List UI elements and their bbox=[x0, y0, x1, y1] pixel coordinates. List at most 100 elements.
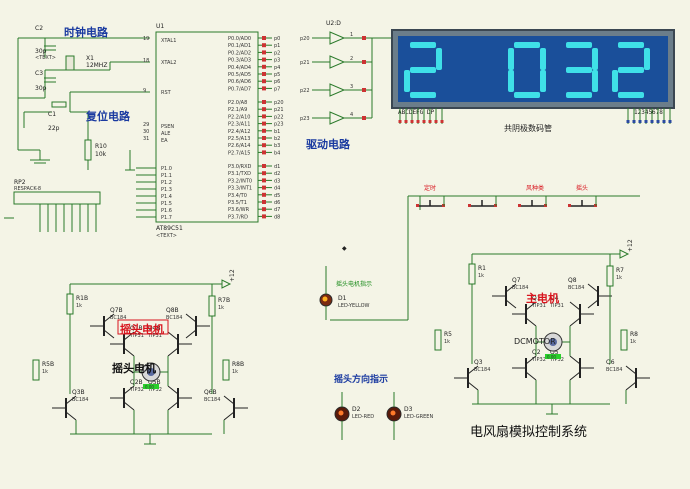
driver-net-in: p20 bbox=[300, 36, 310, 42]
dcmotor-label: DCMOTOR bbox=[514, 337, 556, 346]
transistor-ref: Q5B bbox=[148, 379, 161, 386]
mcu-pinnum: 31 bbox=[143, 136, 149, 142]
mcu-pin-port: P2.7/A15 bbox=[228, 150, 250, 156]
transistor-part: BC184 bbox=[512, 285, 528, 291]
resistor-r10[interactable] bbox=[84, 139, 92, 161]
driver-net-in: p23 bbox=[300, 116, 310, 122]
mcu-pin-p1: P1.2 bbox=[161, 180, 172, 186]
transistor-ref: Q8B bbox=[166, 307, 179, 314]
mcu-pin-ea: EA bbox=[161, 138, 168, 144]
led-d1[interactable] bbox=[319, 266, 333, 320]
buffer-gate[interactable] bbox=[329, 111, 346, 125]
resistor-ref: R8B bbox=[232, 361, 244, 368]
dc-motor[interactable]: 0.00 bbox=[543, 332, 563, 360]
d3-ref: D3 bbox=[404, 406, 413, 413]
transistor-part: BC184 bbox=[606, 367, 622, 373]
resistor-pack-rp2[interactable] bbox=[4, 191, 101, 232]
crystal-x1[interactable] bbox=[65, 55, 75, 71]
push-button-2[interactable]: 风种类 bbox=[518, 184, 547, 207]
buffer-gate[interactable] bbox=[329, 83, 346, 97]
push-buttons[interactable]: 定时 风种类 摇头 bbox=[416, 184, 597, 207]
cap-c2[interactable] bbox=[44, 45, 56, 51]
led-d2[interactable] bbox=[334, 392, 350, 440]
driver-ref: U2:D bbox=[326, 20, 341, 27]
cap-c3[interactable] bbox=[44, 77, 56, 83]
buffer-gate[interactable] bbox=[329, 55, 346, 69]
button-bus bbox=[330, 195, 640, 321]
net-marker bbox=[262, 36, 266, 40]
net-label: b1 bbox=[274, 129, 280, 135]
segment-e bbox=[612, 70, 618, 92]
mcu-pin-port: P2.1/A9 bbox=[228, 107, 247, 113]
net-marker bbox=[262, 43, 266, 48]
resistor-value: 1k bbox=[218, 305, 224, 311]
mcu-pin-port: P3.1/TXD bbox=[228, 171, 251, 177]
net-label: p6 bbox=[274, 79, 280, 85]
display-pin-stubs bbox=[398, 108, 672, 124]
mcu-pin-port: P0.3/AD3 bbox=[228, 58, 251, 64]
push-button-1[interactable] bbox=[468, 196, 497, 207]
net-marker bbox=[262, 86, 266, 91]
transistor-ref: Q8 bbox=[568, 277, 577, 284]
mcu-pin-xtal1: XTAL1 bbox=[161, 38, 176, 44]
hbridge-main-motor[interactable]: +12R11kR71kR51kR81kQ7BC184Q1TIP31Q8BC184… bbox=[434, 239, 650, 415]
mcu-pin-port: P3.4/T0 bbox=[228, 193, 247, 199]
push-button-3[interactable]: 摇头 bbox=[568, 184, 597, 207]
transistor-part: TIP31 bbox=[549, 303, 564, 309]
driver-net-in: p22 bbox=[300, 88, 310, 94]
dc-motor[interactable]: 0.00 bbox=[141, 362, 161, 390]
mcu-pin-port: P0.2/AD2 bbox=[228, 50, 251, 56]
net-label: p23 bbox=[274, 122, 284, 128]
x1-value: 12MHZ bbox=[86, 62, 107, 69]
net-label: p1 bbox=[274, 43, 280, 49]
mcu-u1[interactable] bbox=[155, 31, 259, 223]
cap-c1[interactable] bbox=[51, 101, 67, 108]
mcu-pin-port: P2.0/A8 bbox=[228, 100, 247, 106]
transistor-ref: Q4 bbox=[550, 295, 559, 302]
resistor-value: 1k bbox=[616, 275, 622, 281]
led-d3[interactable] bbox=[386, 392, 402, 440]
button-label: 摇头 bbox=[576, 184, 588, 192]
buffer-gate[interactable] bbox=[329, 31, 346, 45]
net-label: b3 bbox=[274, 143, 280, 149]
mcu-pin-port: P0.1/AD1 bbox=[228, 43, 251, 49]
push-button-0[interactable]: 定时 bbox=[416, 184, 445, 207]
net-marker bbox=[262, 207, 266, 212]
hbridge-swing-motor[interactable]: +12R1B1kR7B1kR5B1kR8B1kQ7BBC184Q1BTIP31Q… bbox=[32, 269, 248, 445]
segment-d bbox=[618, 92, 644, 98]
mcu-pin-p1: P1.0 bbox=[161, 166, 172, 172]
mcu-pin-rst: RST bbox=[161, 90, 172, 96]
mcu-pinnum: 9 bbox=[143, 88, 146, 94]
clock-circuit-note: 时钟电路 bbox=[64, 25, 109, 39]
mcu-pin-port: P0.5/AD5 bbox=[228, 72, 251, 78]
net-label: p22 bbox=[274, 114, 284, 120]
resistor-ref: R7 bbox=[616, 267, 624, 274]
digit-0 bbox=[404, 42, 442, 98]
mcu-pin-ale: ALE bbox=[161, 131, 170, 137]
